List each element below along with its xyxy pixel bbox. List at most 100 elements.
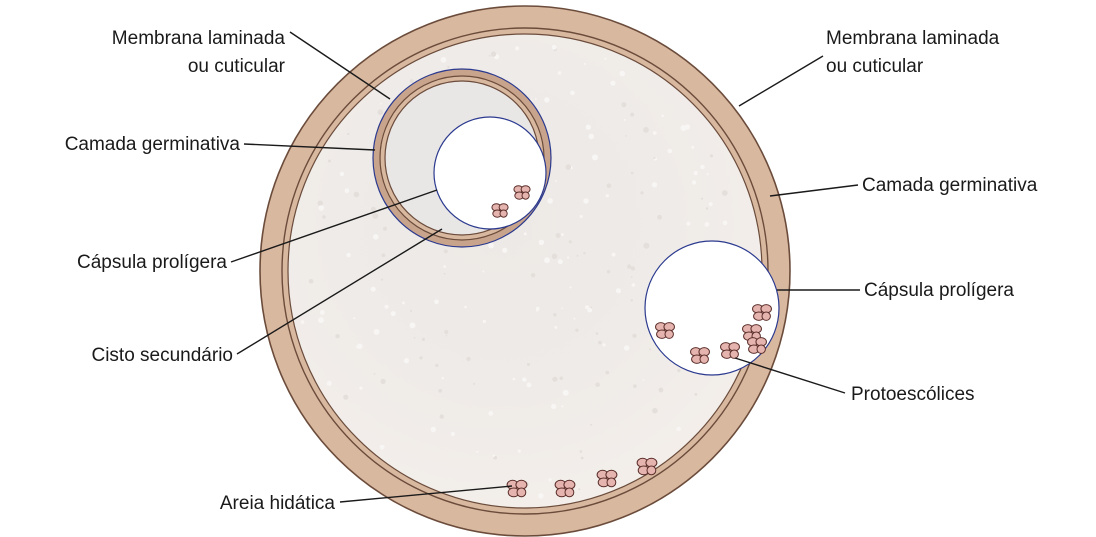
fluid-speckle: [357, 344, 363, 350]
fluid-speckle: [483, 320, 486, 323]
fluid-speckle: [320, 310, 325, 315]
fluid-speckle: [524, 232, 527, 235]
fluid-speckle: [692, 180, 696, 184]
fluid-speckle: [544, 257, 550, 263]
fluid-speckle: [444, 330, 448, 334]
label-laminated-membrane-right-2: ou cuticular: [826, 56, 924, 77]
fluid-speckle: [722, 190, 728, 196]
fluid-speckle: [410, 310, 412, 312]
fluid-speckle: [661, 115, 664, 118]
fluid-speckle: [668, 149, 673, 154]
fluid-speckle: [631, 276, 633, 278]
fluid-speckle: [513, 378, 516, 381]
fluid-speckle: [700, 165, 704, 169]
fluid-speckle: [548, 478, 551, 481]
fluid-speckle: [578, 488, 580, 490]
fluid-speckle: [381, 379, 386, 384]
fluid-speckle: [555, 180, 557, 182]
fluid-speckle: [583, 198, 588, 203]
fluid-speckle: [561, 308, 563, 310]
fluid-speckle: [558, 71, 562, 75]
fluid-speckle: [353, 317, 355, 319]
fluid-speckle: [561, 233, 564, 236]
fluid-speckle: [380, 445, 385, 450]
fluid-speckle: [625, 135, 627, 137]
fluid-speckle: [605, 371, 609, 375]
fluid-speckle: [354, 192, 360, 198]
fluid-speckle: [346, 253, 350, 257]
fluid-speckle: [640, 191, 643, 194]
fluid-speckle: [553, 313, 557, 317]
fluid-speckle: [570, 91, 575, 96]
label-germinal-layer-right: Camada germinativa: [862, 175, 1038, 196]
fluid-speckle: [464, 306, 467, 309]
fluid-speckle: [347, 133, 349, 135]
protoscolex-lobe: [762, 312, 770, 320]
fluid-speckle: [391, 311, 396, 316]
fluid-speckle: [527, 363, 530, 366]
fluid-speckle: [584, 63, 586, 65]
fluid-speckle: [575, 329, 578, 332]
fluid-speckle: [596, 332, 599, 335]
fluid-speckle: [710, 154, 713, 157]
fluid-speckle: [558, 259, 563, 264]
fluid-speckle: [318, 205, 324, 211]
fluid-speckle: [371, 287, 376, 292]
label-laminated-membrane-left: Membrana laminada: [112, 28, 286, 49]
fluid-speckle: [652, 408, 658, 414]
protoscolex: [721, 343, 740, 359]
fluid-speckle: [652, 182, 657, 187]
fluid-speckle: [681, 125, 687, 131]
fluid-speckle: [643, 379, 645, 381]
fluid-speckle: [567, 256, 569, 258]
protoscolex-lobe: [522, 192, 529, 199]
fluid-speckle: [444, 249, 448, 253]
fluid-speckle: [577, 255, 579, 257]
fluid-speckle: [547, 198, 553, 204]
fluid-speckle: [309, 279, 314, 284]
hydatid-sand-protoscolex: [637, 458, 657, 474]
fluid-speckle: [446, 335, 448, 337]
fluid-speckle: [705, 222, 710, 227]
fluid-speckle: [438, 389, 442, 393]
fluid-speckle: [657, 215, 662, 220]
fluid-speckle: [643, 243, 649, 249]
label-laminated-membrane-left-2: ou cuticular: [188, 56, 286, 77]
fluid-speckle: [631, 299, 633, 301]
fluid-speckle: [561, 405, 563, 407]
protoscolex-lobe: [700, 355, 708, 363]
fluid-speckle: [374, 329, 380, 335]
fluid-speckle: [566, 164, 572, 170]
fluid-speckle: [612, 253, 616, 257]
protoscolex-lobe: [565, 488, 574, 497]
fluid-speckle: [616, 288, 621, 293]
hydatid-sand-protoscolex: [597, 470, 617, 486]
fluid-speckle: [606, 194, 609, 197]
protoscolex: [753, 305, 772, 321]
fluid-speckle: [502, 248, 507, 253]
fluid-speckle: [440, 414, 444, 418]
fluid-speckle: [488, 411, 493, 416]
fluid-speckle: [620, 71, 626, 77]
fluid-speckle: [627, 264, 631, 268]
fluid-speckle: [624, 119, 626, 121]
fluid-speckle: [595, 382, 600, 387]
fluid-speckle: [592, 154, 598, 160]
fluid-speckle: [473, 383, 475, 385]
fluid-speckle: [493, 455, 495, 457]
fluid-speckle: [643, 127, 649, 133]
fluid-speckle: [491, 51, 496, 56]
fluid-speckle: [518, 450, 521, 453]
fluid-speckle: [589, 134, 594, 139]
fluid-speckle: [695, 393, 698, 396]
fluid-speckle: [380, 103, 382, 105]
fluid-speckle: [574, 318, 576, 320]
fluid-speckle: [447, 66, 449, 68]
fluid-speckle: [301, 320, 305, 324]
fluid-speckle: [345, 188, 350, 193]
fluid-speckle: [587, 308, 592, 313]
fluid-speckle: [538, 493, 544, 499]
fluid-speckle: [536, 309, 538, 311]
fluid-speckle: [554, 326, 557, 329]
